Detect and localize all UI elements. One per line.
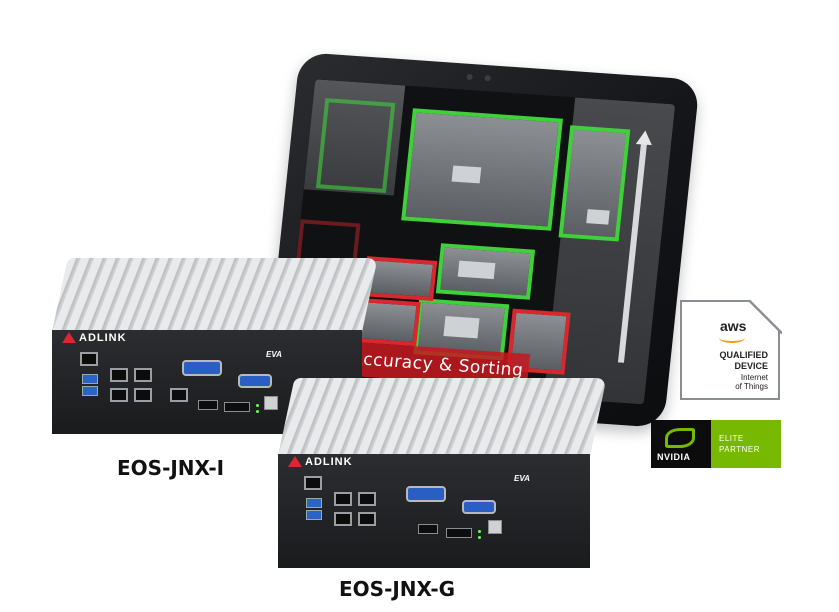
aws-smile-icon [719, 333, 745, 343]
brand-label: ADLINK [305, 456, 353, 468]
aws-line-3: Internet [740, 373, 768, 382]
ethernet-port [334, 492, 352, 506]
package-label [443, 316, 480, 339]
ethernet-port [134, 368, 152, 382]
power-connector [446, 528, 472, 538]
aws-logo: aws [720, 318, 747, 334]
badge-fold-corner [748, 300, 782, 334]
ethernet-port [134, 388, 152, 402]
status-led [256, 410, 259, 413]
tablet-camera-icon [466, 73, 473, 81]
detection-box-green [401, 108, 563, 231]
ethernet-port [80, 352, 98, 366]
ethernet-port [358, 492, 376, 506]
eva-logo: EVA [266, 350, 282, 359]
elite-partner-panel: ELITE PARTNER [711, 420, 781, 468]
package-label [457, 260, 496, 280]
package-label [586, 209, 610, 225]
adlink-logo-icon [62, 332, 76, 343]
db9-port [238, 374, 272, 388]
nvidia-logo: NVIDIA [657, 452, 691, 462]
model-label: EOS-JNX-G [339, 577, 456, 601]
elite-label: ELITE [719, 434, 744, 443]
hdmi-port [198, 400, 218, 410]
ethernet-port [110, 368, 128, 382]
model-label: EOS-JNX-I [117, 456, 225, 480]
device-eos-jnx-g: ADLINK EVA [278, 378, 607, 568]
db15-port [182, 360, 222, 376]
status-led [478, 536, 481, 539]
usb-port [82, 374, 98, 384]
status-led [256, 404, 259, 407]
adlink-logo-icon [288, 456, 302, 467]
ethernet-port [358, 512, 376, 526]
detection-box-green [558, 125, 631, 242]
partner-label: PARTNER [719, 445, 760, 454]
heatsink-fins [52, 258, 378, 332]
usb-port [306, 510, 322, 520]
package-label [451, 165, 482, 184]
eva-logo: EVA [514, 474, 530, 483]
aws-line-2: DEVICE [734, 361, 768, 371]
hdmi-port [418, 524, 438, 534]
device-front-panel: ADLINK EVA [278, 454, 590, 568]
detection-box-green [435, 243, 536, 300]
reset-button [488, 520, 502, 534]
aws-line-1: QUALIFIED [719, 350, 769, 360]
nvidia-elite-partner-badge: NVIDIA ELITE PARTNER [651, 420, 781, 468]
ethernet-port [304, 476, 322, 490]
usb-port [82, 386, 98, 396]
db15-port [406, 486, 446, 502]
status-led [478, 530, 481, 533]
detection-box-green [315, 98, 396, 193]
ethernet-port [170, 388, 188, 402]
power-connector [224, 402, 250, 412]
brand-label: ADLINK [79, 332, 127, 344]
aws-line-4: of Things [735, 382, 768, 391]
ethernet-port [110, 388, 128, 402]
nvidia-eye-icon [665, 428, 695, 448]
ethernet-port [334, 512, 352, 526]
heatsink-fins [278, 378, 607, 456]
arrow-up-icon [635, 129, 654, 146]
tablet-sensor-icon [484, 75, 491, 82]
reset-button [264, 396, 278, 410]
usb-port [306, 498, 322, 508]
db9-port [462, 500, 496, 514]
